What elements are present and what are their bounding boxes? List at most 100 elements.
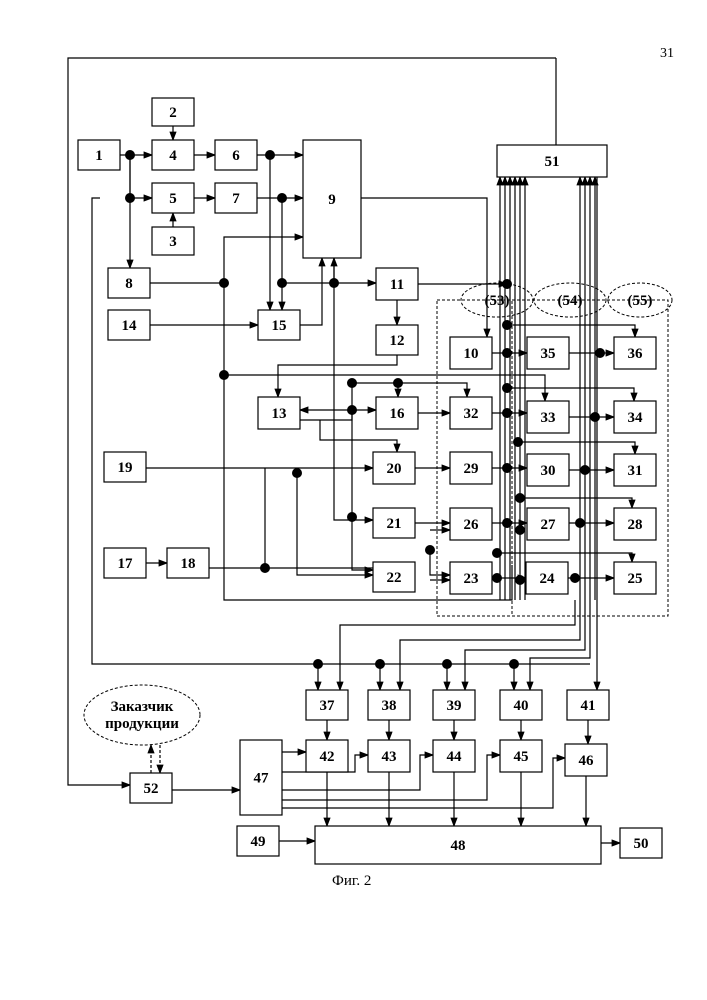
block-label: 14	[122, 318, 138, 334]
block-31: 31	[614, 454, 656, 486]
connector	[334, 258, 373, 520]
block-40: 40	[500, 690, 542, 720]
block-label: 19	[118, 460, 133, 476]
junction-dot	[502, 408, 512, 418]
block-12: 12	[376, 325, 418, 355]
block-label: 2	[169, 105, 177, 121]
block-label: 26	[464, 517, 480, 533]
block-label: 10	[464, 346, 479, 362]
blocks: 1234567891011121314151617181920212223242…	[78, 98, 662, 864]
block-45: 45	[500, 740, 542, 772]
block-label: 47	[254, 771, 270, 787]
junction-dot	[219, 278, 229, 288]
block-39: 39	[433, 690, 475, 720]
block-16: 16	[376, 397, 418, 429]
block-label: 5	[169, 191, 177, 207]
block-46: 46	[565, 744, 607, 776]
block-label: 37	[320, 698, 336, 714]
connector	[300, 258, 322, 325]
block-label: 3	[169, 234, 177, 250]
block-35: 35	[527, 337, 569, 369]
connector	[278, 355, 397, 397]
block-1: 1	[78, 140, 120, 170]
customer-line2: продукции	[105, 716, 179, 732]
block-label: 16	[390, 406, 406, 422]
block-43: 43	[368, 740, 410, 772]
block-10: 10	[450, 337, 492, 369]
block-label: 25	[628, 571, 643, 587]
junction-dot	[492, 548, 502, 558]
customer-ellipse: Заказчик продукции	[84, 685, 200, 745]
junction-dot	[277, 278, 287, 288]
block-7: 7	[215, 183, 257, 213]
junction-dot	[580, 465, 590, 475]
block-label: 28	[628, 517, 643, 533]
block-label: 18	[181, 556, 196, 572]
block-28: 28	[614, 508, 656, 540]
block-23: 23	[450, 562, 492, 594]
block-17: 17	[104, 548, 146, 578]
svg-text:(54): (54)	[558, 293, 583, 309]
connector	[465, 600, 585, 690]
block-label: 38	[382, 698, 397, 714]
connector	[507, 388, 634, 401]
block-25: 25	[614, 562, 656, 594]
block-label: 45	[514, 749, 529, 765]
connector	[297, 473, 373, 575]
connector	[130, 155, 152, 198]
block-11: 11	[376, 268, 418, 300]
block-20: 20	[373, 452, 415, 484]
block-label: 52	[144, 781, 159, 797]
block-label: 23	[464, 571, 479, 587]
svg-text:(55): (55)	[628, 293, 653, 309]
junction-dot	[575, 518, 585, 528]
block-29: 29	[450, 452, 492, 484]
block-label: 17	[118, 556, 134, 572]
junction-dot	[509, 659, 519, 669]
block-label: 36	[628, 346, 644, 362]
block-label: 21	[387, 516, 402, 532]
connector	[352, 383, 467, 397]
junction-dot	[442, 659, 452, 669]
junction-dot	[502, 320, 512, 330]
block-label: 22	[387, 570, 402, 586]
junction-dot	[425, 545, 435, 555]
block-52: 52	[130, 773, 172, 803]
block-label: 24	[540, 571, 556, 587]
block-label: 11	[390, 277, 404, 293]
connector	[520, 498, 632, 508]
block-4: 4	[152, 140, 194, 170]
junction-dot	[393, 378, 403, 388]
block-6: 6	[215, 140, 257, 170]
block-3: 3	[152, 227, 194, 255]
block-label: 43	[382, 749, 397, 765]
block-9: 9	[303, 140, 361, 258]
junction-dot	[502, 463, 512, 473]
block-label: 7	[232, 191, 240, 207]
block-label: 34	[628, 410, 644, 426]
block-label: 48	[451, 838, 466, 854]
svg-text:(53): (53)	[485, 293, 510, 309]
block-label: 6	[232, 148, 240, 164]
block-36: 36	[614, 337, 656, 369]
block-label: 32	[464, 406, 479, 422]
block-label: 46	[579, 753, 595, 769]
block-label: 31	[628, 463, 643, 479]
block-27: 27	[527, 508, 569, 540]
connector	[497, 553, 632, 562]
junction-dot	[292, 468, 302, 478]
block-13: 13	[258, 397, 300, 429]
block-label: 41	[581, 698, 596, 714]
block-label: 40	[514, 698, 529, 714]
connector	[507, 325, 635, 337]
block-47: 47	[240, 740, 282, 815]
block-18: 18	[167, 548, 209, 578]
junction-dot	[513, 437, 523, 447]
block-21: 21	[373, 508, 415, 538]
connector	[400, 600, 580, 690]
block-label: 29	[464, 461, 479, 477]
junction-dot	[313, 659, 323, 669]
block-label: 35	[541, 346, 556, 362]
block-19: 19	[104, 452, 146, 482]
